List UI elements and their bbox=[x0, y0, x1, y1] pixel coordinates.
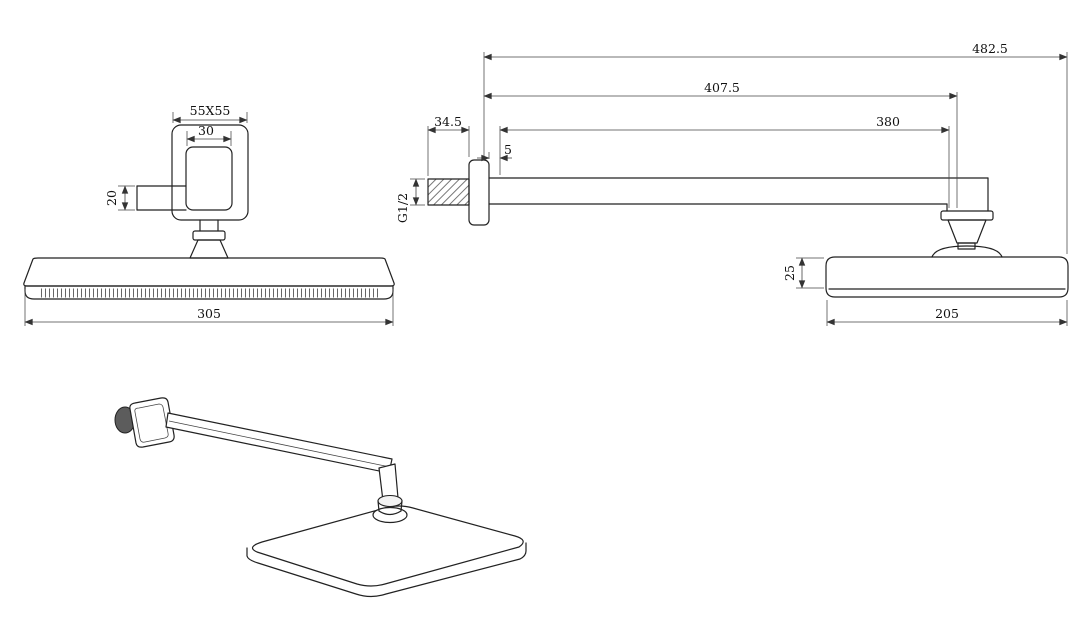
side-wall-flange bbox=[468, 159, 490, 226]
dim-side-thread-size: G1/2 bbox=[395, 178, 425, 223]
dim-side-flange-gap: 5 bbox=[477, 142, 512, 162]
side-view: 482.5 407.5 34.5 380 5 bbox=[395, 41, 1069, 326]
dim-label-head-depth: 205 bbox=[935, 306, 959, 321]
dim-label-head-width: 305 bbox=[197, 306, 221, 321]
dim-label-thread-size: G1/2 bbox=[395, 193, 410, 223]
front-shower-head bbox=[23, 257, 395, 300]
dim-side-head-thickness: 25 bbox=[782, 257, 824, 289]
iso-wall-plate-inner bbox=[134, 403, 169, 443]
front-arm-stub bbox=[136, 185, 187, 211]
dim-side-head-depth: 205 bbox=[826, 300, 1068, 326]
front-wall-plate bbox=[171, 124, 249, 221]
side-wall-thread bbox=[427, 178, 470, 206]
dim-label-flange-gap: 5 bbox=[504, 142, 512, 157]
dim-front-flange-size: 55X55 bbox=[172, 103, 248, 124]
front-nozzle-band bbox=[38, 288, 380, 298]
iso-arm bbox=[165, 412, 393, 474]
dim-side-straight-length: 380 bbox=[499, 114, 950, 208]
dim-label-arm-height: 20 bbox=[104, 190, 119, 206]
front-view: 55X55 30 20 305 bbox=[23, 103, 395, 326]
dim-label-arm-length: 407.5 bbox=[704, 80, 740, 95]
dim-front-head-width: 305 bbox=[24, 289, 394, 326]
iso-connector bbox=[372, 494, 408, 524]
iso-arm-edge bbox=[168, 420, 391, 468]
dim-label-arm-width: 30 bbox=[198, 123, 214, 138]
dim-label-overall-length: 482.5 bbox=[972, 41, 1008, 56]
dim-front-arm-width: 30 bbox=[186, 123, 232, 146]
dim-label-thread-length: 34.5 bbox=[434, 114, 462, 129]
dim-side-overall-length: 482.5 bbox=[483, 41, 1068, 254]
dim-front-arm-height: 20 bbox=[104, 185, 135, 211]
front-connector bbox=[189, 219, 229, 259]
side-shower-head bbox=[825, 245, 1069, 298]
dim-label-straight-length: 380 bbox=[876, 114, 900, 129]
isometric-view bbox=[114, 397, 527, 598]
iso-head-plate bbox=[251, 505, 524, 587]
dim-side-thread-length: 34.5 bbox=[427, 114, 470, 176]
dim-label-head-thickness: 25 bbox=[782, 265, 797, 281]
iso-head-plate-thickness bbox=[246, 542, 527, 598]
dim-side-arm-length: 407.5 bbox=[483, 80, 958, 208]
iso-wall-plate bbox=[129, 397, 175, 448]
side-shower-arm bbox=[488, 177, 989, 212]
front-arm-socket bbox=[185, 146, 233, 211]
side-joint bbox=[940, 210, 994, 250]
dim-label-flange-size: 55X55 bbox=[190, 103, 231, 118]
